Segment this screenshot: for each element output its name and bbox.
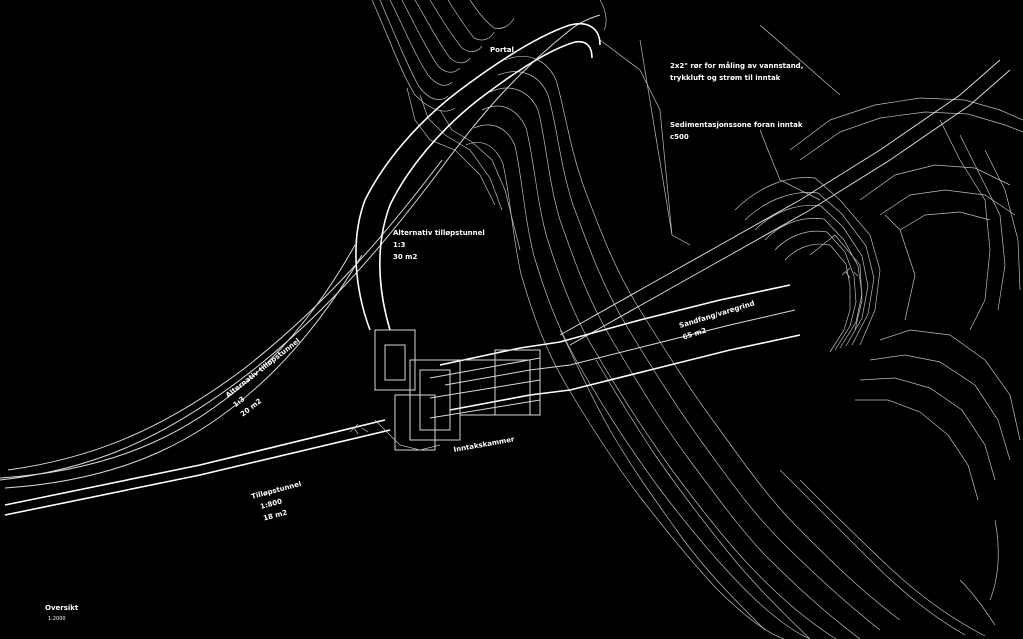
steep-tunnel [355,23,601,331]
label-debris-zone-1: Sedimentasjonssone foran inntak [670,121,803,129]
label-steep-tunnel-2: 1:3 [393,241,406,249]
label-overview-scale: 1:2000 [48,616,66,622]
label-sensor-pipe-2: trykkluft og strøm til inntak [670,74,781,82]
label-access-tunnel-3: 18 m2 [262,508,288,522]
flow-arrow-icon [841,267,859,279]
contour-lines-ridge [371,0,607,251]
contour-lines-basin [734,97,1023,501]
sand-trap [439,284,791,366]
contour-lines-main [465,56,999,639]
intake-chamber-structure [374,329,541,451]
label-steep-tunnel-1: Alternativ tilløpstunnel [393,229,485,237]
label-portal: Portal [490,46,514,54]
inclined-tunnel [0,244,356,479]
tunnels [0,23,801,516]
label-overview-title: Oversikt [45,604,79,612]
label-sand-trap-1: Sandfang/varegrind [678,299,755,330]
label-access-tunnel-2: 1:800 [259,497,283,511]
access-tunnel [4,429,391,516]
direction-arrows [349,267,859,435]
label-inclined-tunnel-1: Alternativ tilløpstunnel [224,337,301,400]
long-lines [0,14,1011,481]
flow-arrow-icon [349,423,369,435]
label-steep-tunnel-3: 30 m2 [393,253,417,261]
label-sensor-pipe-1: 2x2" rør for måling av vannstand, [670,61,803,70]
label-sand-trap-2: 65 m2 [682,327,708,342]
label-intake-chamber: Inntakskammer [453,435,516,454]
label-debris-zone-2: c500 [670,133,689,141]
